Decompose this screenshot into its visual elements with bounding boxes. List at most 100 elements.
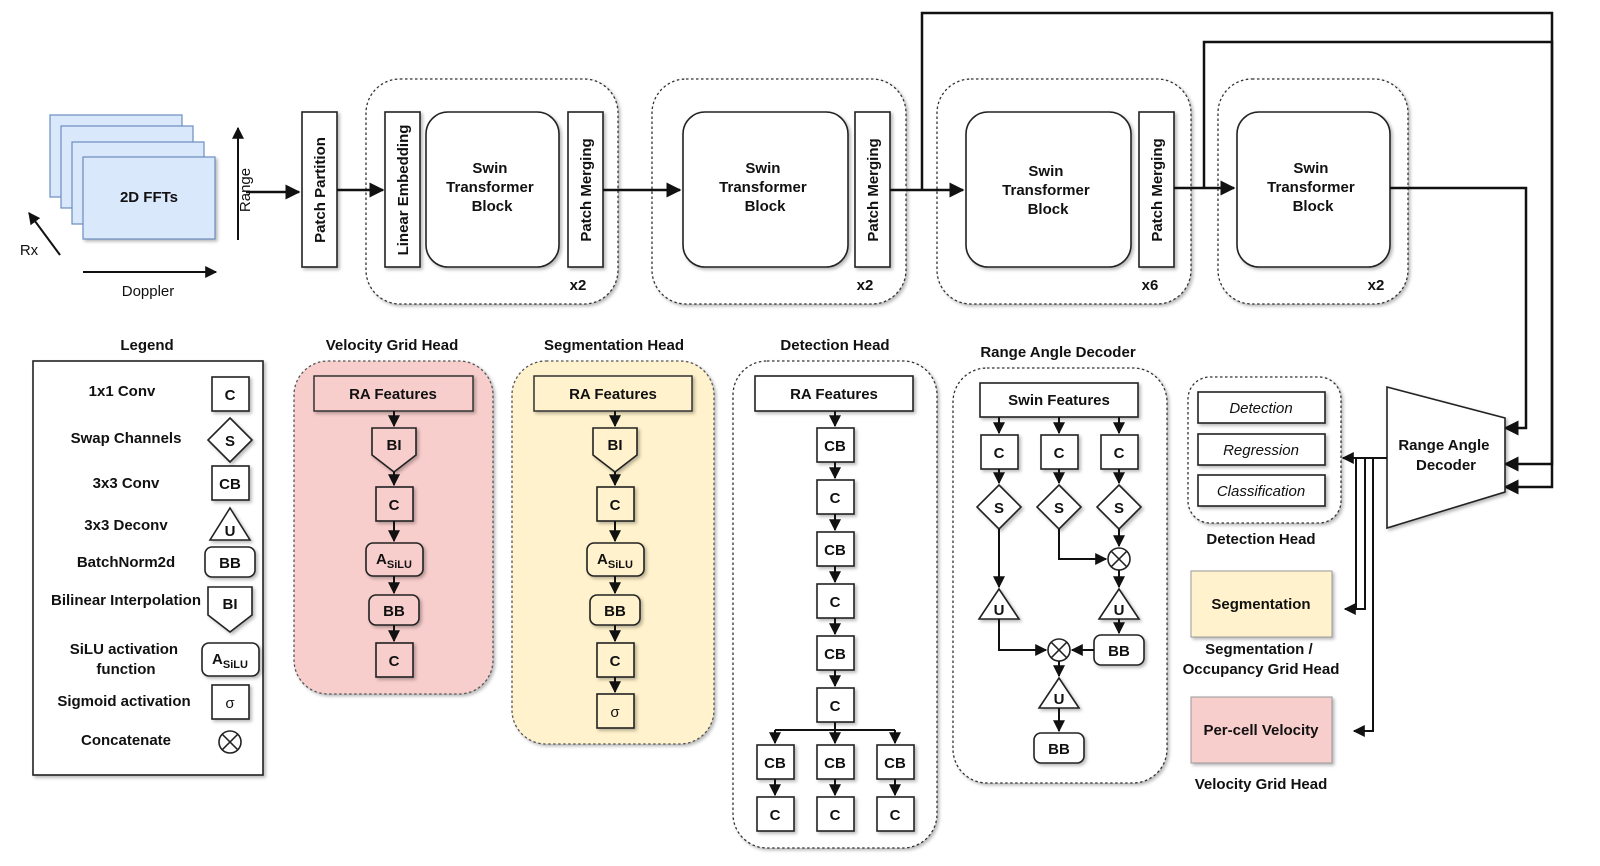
output-detection — [1197, 391, 1326, 424]
patch-merging-label-1: Patch Merging — [578, 138, 595, 241]
detection-op-cb1 — [816, 427, 855, 463]
swin-block-4 — [1236, 111, 1391, 268]
detection-op-cb2 — [816, 531, 855, 567]
detection-branch-2-c-text: C — [830, 807, 841, 824]
concatenate-icon — [218, 730, 242, 754]
legend-symbol-sigma — [211, 684, 250, 720]
patch-partition-label: Patch Partition — [312, 137, 329, 243]
detection-branch-2-c — [816, 796, 855, 832]
concatenate-icon — [1107, 547, 1131, 571]
fft-plane-4 — [82, 156, 216, 240]
stage-3-repeat: x6 — [1142, 277, 1159, 294]
arrow-decoder-segmentation — [1343, 458, 1366, 615]
segmentation-op-bi-text: BI — [608, 437, 623, 454]
swin-block-1-label: Swin Transformer Block — [446, 160, 538, 215]
velocity-op-bb-text: BB — [383, 603, 405, 620]
output-regression — [1197, 433, 1326, 466]
detection-ra-features-label: RA Features — [790, 386, 878, 403]
rad-op-s3-text: S — [1114, 500, 1124, 517]
range-angle-decoder-title: Range Angle Decoder — [980, 344, 1135, 361]
legend-label-concatenate: Concatenate — [81, 732, 171, 749]
detection-ra-features — [754, 375, 914, 412]
legend-symbol-bb-text: BB — [219, 555, 241, 572]
legend-symbol-diamond — [206, 416, 254, 464]
output-regression-label: Regression — [1223, 442, 1299, 459]
segmentation-op-c1 — [596, 486, 635, 522]
segmentation-output-caption: Segmentation / Occupancy Grid Head — [1183, 641, 1340, 678]
segmentation-ra-features — [533, 375, 693, 412]
detection-op-cb1-text: CB — [824, 438, 846, 455]
rad-op-c2-text: C — [1054, 445, 1065, 462]
arrow-stage4-decoder — [1390, 186, 1528, 436]
legend-symbol-c-text: C — [225, 387, 236, 404]
velocity-op-c1-text: C — [389, 497, 400, 514]
range-angle-decoder-label: Range Angle Decoder — [1398, 437, 1493, 474]
legend-label-swap-channels: Swap Channels — [71, 430, 182, 447]
segmentation-head-panel: Segmentation Head RA Features BI C ASiLU… — [511, 337, 715, 745]
legend-symbol-triangle — [208, 506, 252, 541]
legend-symbol-bi-text: BI — [223, 596, 238, 613]
swin-block-2-label: Swin Transformer Block — [719, 160, 811, 215]
velocity-head-title: Velocity Grid Head — [326, 337, 459, 354]
segmentation-op-sigmoid — [596, 693, 635, 729]
swin-features-label: Swin Features — [1008, 392, 1110, 409]
patch-merging-box-1 — [567, 111, 604, 268]
velocity-op-silu-text: ASiLU — [376, 551, 412, 571]
legend-symbol-silu-text: ASiLU — [212, 651, 248, 671]
output-per-cell-velocity — [1190, 696, 1333, 764]
detection-op-c3-text: C — [830, 698, 841, 715]
legend-symbol-silu — [201, 642, 260, 677]
detection-branch-1-cb-text: CB — [764, 755, 786, 772]
detection-op-cb2-text: CB — [824, 542, 846, 559]
arrow-decoder-velocity — [1352, 458, 1374, 737]
stage-2-repeat: x2 — [857, 277, 874, 294]
swin-block-1 — [425, 111, 560, 268]
rad-op-bb1-text: BB — [1108, 643, 1130, 660]
velocity-op-c1 — [375, 486, 414, 522]
segmentation-head-title: Segmentation Head — [544, 337, 684, 354]
detection-head-title: Detection Head — [780, 337, 889, 354]
skip-connection-stage3 — [1202, 40, 1554, 472]
rad-op-s2-text: S — [1054, 500, 1064, 517]
concatenate-icon — [1047, 638, 1071, 662]
rad-arrow-u1-concat — [998, 619, 1048, 656]
patch-merging-box-2 — [854, 111, 891, 268]
legend-label-3x3-deconv: 3x3 Deconv — [84, 517, 168, 534]
rad-op-u1-text: U — [994, 602, 1005, 619]
rad-op-c1 — [980, 434, 1019, 470]
segmentation-op-bi — [592, 427, 638, 474]
detection-branch-1-c — [756, 796, 795, 832]
range-angle-decoder-trapezoid — [1386, 385, 1506, 530]
rad-op-u3-text: U — [1054, 691, 1065, 708]
stage-4-repeat: x2 — [1368, 277, 1385, 294]
legend-symbol-pentagon — [207, 586, 253, 634]
velocity-op-bi-text: BI — [387, 437, 402, 454]
legend-label-sigmoid: Sigmoid activation — [57, 693, 190, 710]
doppler-axis-label: Doppler — [122, 283, 175, 300]
fft-label: 2D FFTs — [120, 189, 178, 206]
rx-axis-arrow — [28, 212, 61, 256]
patch-merging-label-2: Patch Merging — [865, 138, 882, 241]
rad-arrow-s2-concat — [1058, 529, 1108, 565]
detection-branch-2-cb-text: CB — [824, 755, 846, 772]
rad-op-c3 — [1100, 434, 1139, 470]
detection-op-c2 — [816, 583, 855, 619]
swin-block-4-label: Swin Transformer Block — [1267, 160, 1359, 215]
segmentation-ra-features-label: RA Features — [569, 386, 657, 403]
rad-op-bb2 — [1033, 732, 1085, 764]
swin-block-3-label: Swin Transformer Block — [1002, 163, 1094, 218]
patch-merging-label-3: Patch Merging — [1149, 138, 1166, 241]
velocity-op-c2 — [375, 642, 414, 678]
output-segmentation — [1190, 570, 1333, 638]
patch-merging-box-3 — [1138, 111, 1175, 268]
segmentation-op-c2-text: C — [610, 653, 621, 670]
range-angle-decoder-container — [952, 367, 1168, 784]
velocity-ra-features-label: RA Features — [349, 386, 437, 403]
legend-label-3x3-conv: 3x3 Conv — [93, 475, 160, 492]
detection-op-c1 — [816, 479, 855, 515]
legend-title: Legend — [120, 337, 173, 354]
segmentation-op-sigmoid-text: σ — [610, 704, 620, 721]
detection-output-caption: Detection Head — [1206, 531, 1315, 548]
detection-branch-3-c-text: C — [890, 807, 901, 824]
